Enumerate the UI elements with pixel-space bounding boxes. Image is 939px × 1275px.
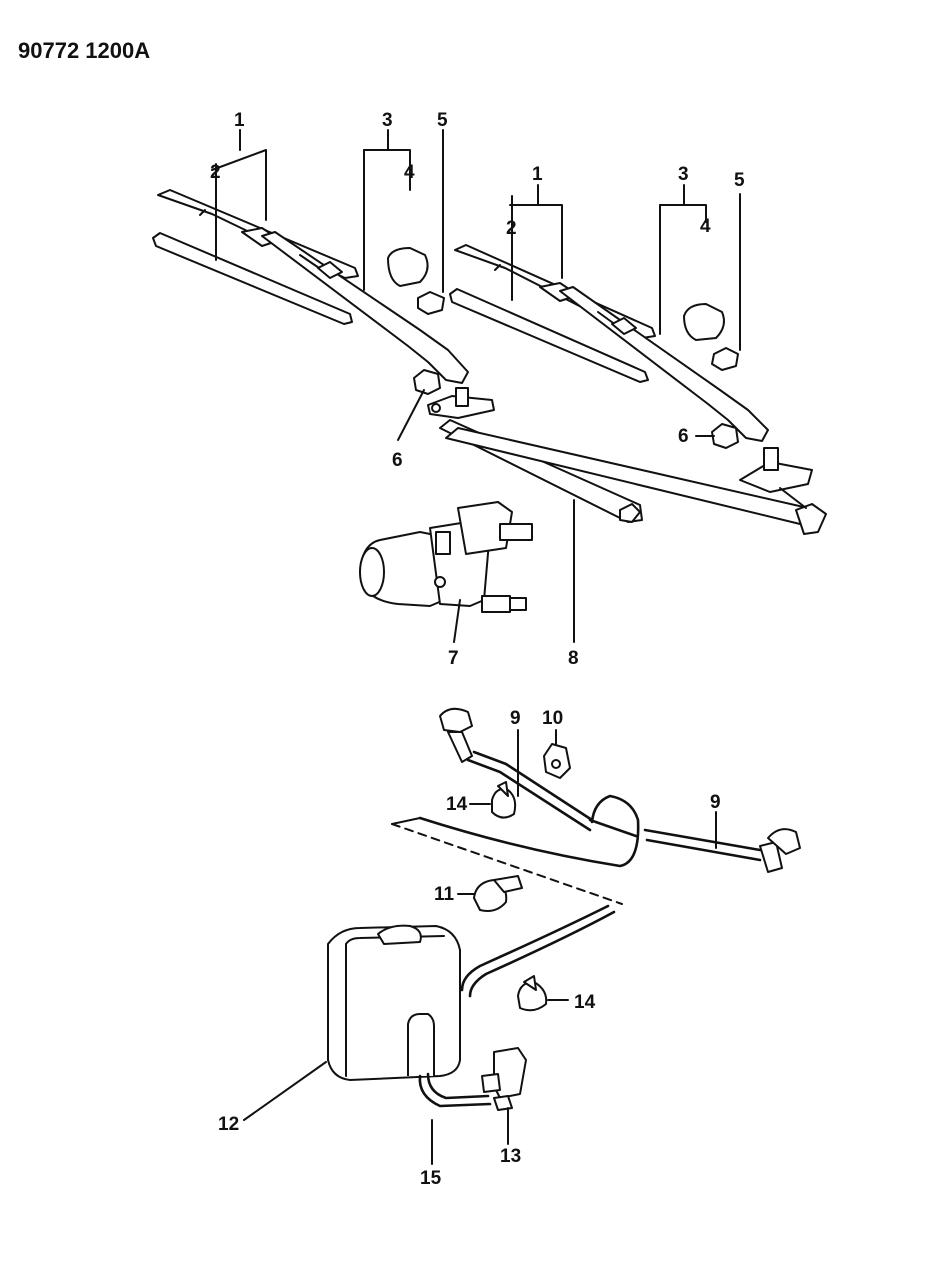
left-cap-nut: [417, 291, 445, 315]
callout-6-left: 6: [392, 450, 403, 471]
callout-leaders-washer: [243, 729, 717, 1165]
washer-reservoir: [327, 924, 461, 1081]
left-washer-nozzle-hose: [439, 707, 594, 832]
callout-15: 15: [420, 1168, 442, 1189]
hood-edge-line: [391, 817, 623, 905]
left-wiper-blade-assembly: [152, 189, 359, 325]
wiper-linkage: [427, 387, 827, 535]
right-washer-nozzle-hose: [643, 828, 801, 873]
callout-5-left: 5: [437, 110, 448, 131]
callout-4-right: 4: [700, 216, 711, 237]
callout-6-right: 6: [678, 426, 689, 447]
callout-9-right: 9: [710, 792, 721, 813]
callout-3-left: 3: [382, 110, 393, 131]
callout-8: 8: [568, 648, 579, 669]
callout-14-lower: 14: [574, 992, 596, 1013]
callout-2-left: 2: [210, 162, 221, 183]
callout-1-left: 1: [234, 110, 245, 131]
right-arm-nut: [711, 423, 739, 449]
callout-10: 10: [542, 708, 563, 729]
callout-13: 13: [500, 1146, 521, 1167]
left-pivot-cap: [387, 247, 429, 287]
right-wiper-arm: [559, 286, 769, 442]
callout-14-upper: 14: [446, 794, 468, 815]
callout-1-right: 1: [532, 164, 543, 185]
callout-9-left: 9: [510, 708, 521, 729]
hose-clip-10: [543, 743, 571, 779]
callout-11: 11: [434, 884, 455, 905]
right-pivot-cap: [683, 303, 725, 341]
washer-pump: [481, 1047, 527, 1111]
callout-3-right: 3: [678, 164, 689, 185]
callout-4-left: 4: [404, 162, 415, 183]
hose-clip-11: [473, 875, 523, 912]
pump-hose: [418, 1072, 492, 1108]
callout-7: 7: [448, 648, 459, 669]
washer-main-hose: [418, 794, 640, 998]
hose-clip-14-lower: [517, 975, 548, 1012]
left-arm-nut: [413, 369, 441, 395]
right-wiper-blade-assembly: [449, 244, 656, 383]
callout-2-right: 2: [506, 218, 517, 239]
callout-5-right: 5: [734, 170, 745, 191]
hose-clip-14-upper: [491, 781, 517, 819]
wiper-motor: [359, 501, 533, 613]
callout-leaders-top: [211, 129, 741, 643]
callout-12: 12: [218, 1114, 239, 1135]
diagram-code: 90772 1200A: [18, 38, 150, 63]
left-wiper-arm: [261, 231, 469, 384]
right-cap-nut: [711, 347, 739, 371]
